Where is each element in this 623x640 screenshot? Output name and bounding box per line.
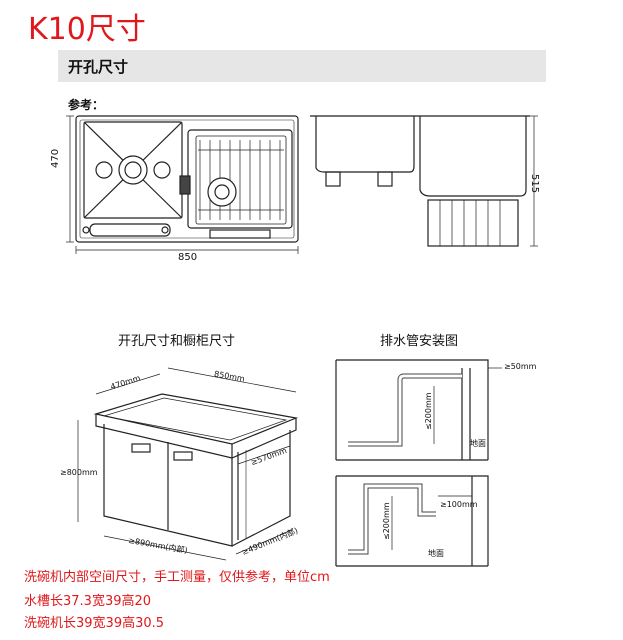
model-title: K10尺寸 [28, 12, 146, 47]
drain-bottom-drawing [335, 475, 489, 567]
top-view-width-label: 850 [178, 252, 198, 263]
drain-dim-200-top: ≤200mm [424, 392, 433, 430]
drain-caption: 排水管安装图 [380, 334, 459, 349]
note-line-2: 水槽长37.3宽39高20 [24, 594, 152, 609]
side-view-height-label: 515 [529, 174, 540, 194]
drain-floor-bottom: 地面 [428, 549, 444, 558]
cabinet-dim-800: ≥800mm [60, 468, 98, 477]
cabinet-caption: 开孔尺寸和橱柜尺寸 [118, 334, 236, 349]
drain-dim-50: ≥50mm [504, 362, 537, 371]
drain-dim-100: ≥100mm [440, 500, 478, 509]
drain-floor-top: 地面 [470, 439, 486, 448]
note-line-3: 洗碗机长39宽39高30.5 [24, 616, 165, 631]
side-view-drawing [310, 115, 538, 247]
reference-label: 参考： [68, 98, 105, 112]
section-header: 开孔尺寸 [58, 50, 546, 82]
drain-top-drawing [335, 359, 502, 461]
note-line-1: 洗碗机内部空间尺寸，手工测量，仅供参考，单位cm [24, 570, 330, 585]
top-view-drawing [66, 115, 299, 254]
top-view-depth-label: 470 [50, 148, 61, 168]
drain-dim-200-bottom: ≤200mm [382, 502, 391, 540]
cabinet-drawing [77, 367, 299, 561]
section-title: 开孔尺寸 [68, 58, 129, 76]
